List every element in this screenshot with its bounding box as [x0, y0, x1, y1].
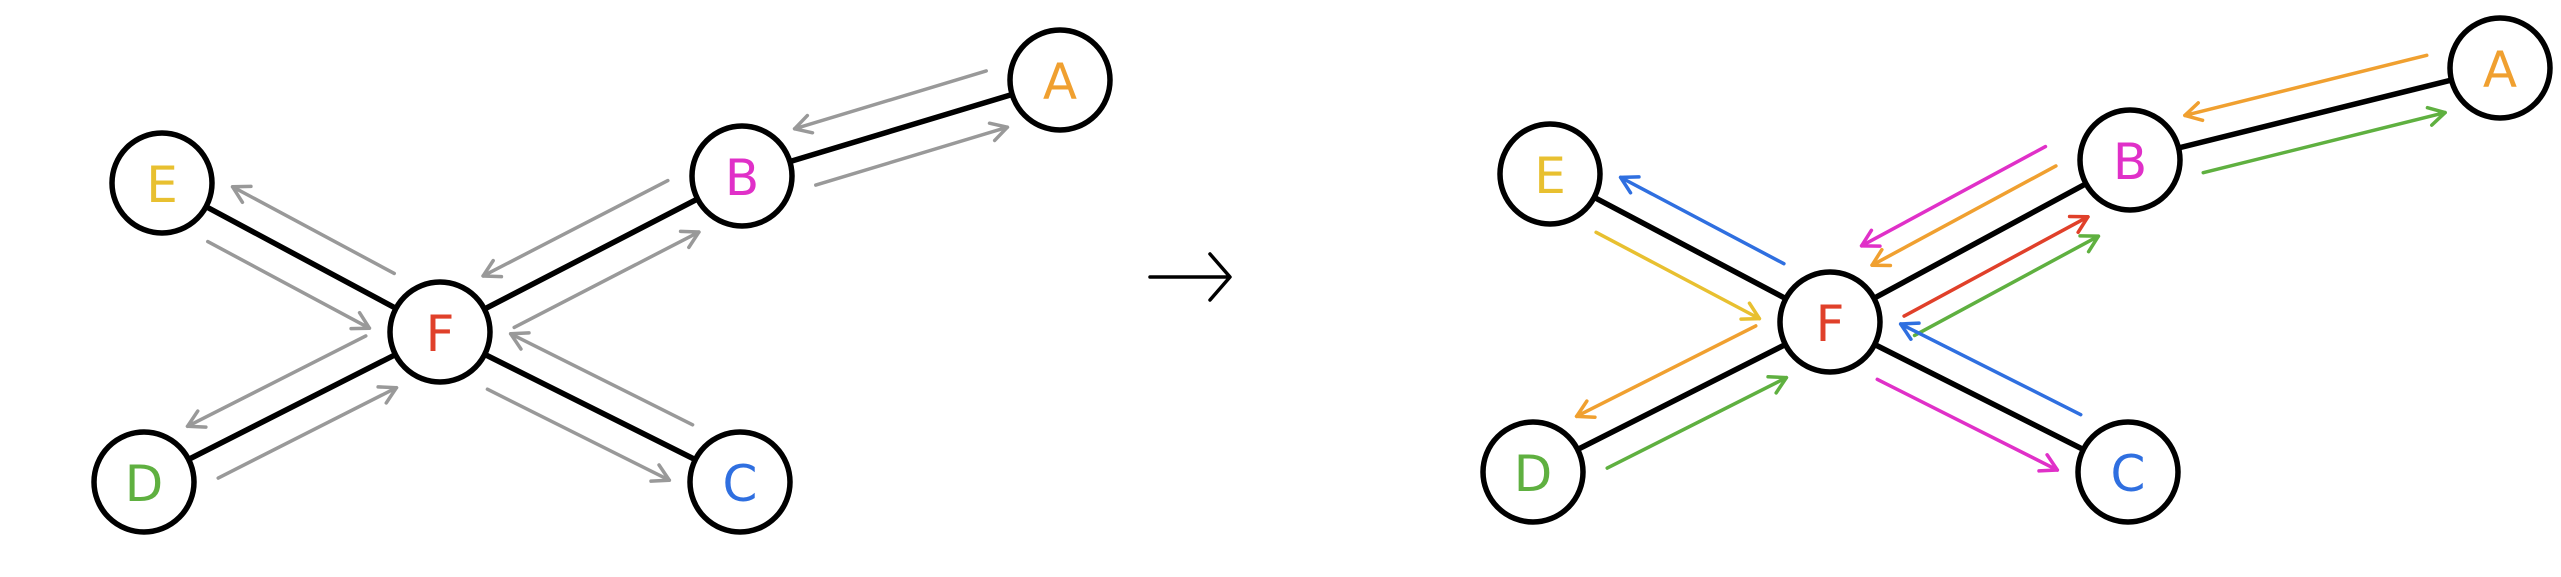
node-circle [689, 123, 795, 229]
node-circle [2075, 419, 2181, 525]
edge-a-b [739, 77, 1063, 179]
node-circle [687, 429, 793, 535]
edge-c-f [1827, 319, 2131, 475]
node-f: F [387, 279, 493, 385]
message-arrow-b-to-f [1859, 144, 2048, 248]
message-arrow-b-to-a [814, 121, 1010, 187]
message-arrow-f-to-c [1875, 377, 2060, 473]
edge-d-f [141, 329, 443, 485]
arrowhead-icon [1574, 399, 1597, 419]
arrowhead-icon [1766, 375, 1789, 395]
message-arrow-e-to-f [1594, 230, 1762, 321]
node-label: D [1514, 445, 1553, 503]
node-label: D [125, 455, 164, 513]
message-arrow-c-to-f [508, 331, 695, 427]
message-arrow-f-to-b [1912, 234, 2101, 338]
node-label: C [2111, 445, 2146, 503]
message-arrow-a-to-b [792, 69, 988, 135]
after-graph: A B C D E F [1480, 15, 2553, 525]
arrowhead-icon [678, 229, 701, 250]
message-arrow-a-to-b [2183, 53, 2429, 123]
edge-e-f [1547, 171, 1833, 325]
message-arrow-f-to-d [1574, 324, 1758, 419]
arrowhead-icon [1898, 321, 1921, 341]
node-circle [91, 429, 197, 535]
arrowhead-icon [2067, 214, 2090, 235]
edge-a-b [2127, 65, 2503, 163]
node-d: D [91, 429, 197, 535]
edge-b-f [1827, 157, 2133, 325]
node-circle [109, 130, 215, 236]
node-circle [2447, 15, 2553, 121]
message-arrow-b-to-a [2201, 105, 2447, 175]
edge-c-f [437, 329, 743, 485]
arrowhead-icon [230, 184, 253, 205]
arrowhead-icon [1739, 301, 1762, 321]
node-e: E [109, 130, 215, 236]
node-label: B [725, 149, 759, 207]
node-b: B [689, 123, 795, 229]
arrowhead-icon [2183, 101, 2205, 123]
arrowhead-icon [987, 121, 1010, 143]
message-arrow-f-to-e [1618, 175, 1786, 266]
node-c: C [2075, 419, 2181, 525]
node-label: A [1043, 53, 1077, 111]
node-label: A [2483, 41, 2517, 99]
node-circle [2077, 107, 2183, 213]
arrowhead-icon [349, 310, 372, 331]
node-e: E [1497, 121, 1603, 227]
message-arrow-f-to-d [185, 334, 368, 429]
message-arrow-d-to-f [1605, 375, 1789, 470]
node-circle [387, 279, 493, 385]
message-arrow-f-to-c [485, 387, 672, 483]
node-circle [1480, 419, 1586, 525]
arrowhead-icon [376, 385, 399, 405]
node-circle [1007, 27, 1113, 133]
node-label: E [1534, 147, 1566, 205]
message-arrow-f-to-e [230, 184, 396, 276]
message-arrow-b-to-f [481, 178, 670, 279]
edge-d-f [1530, 319, 1833, 475]
arrowhead-icon [481, 258, 504, 279]
node-a: A [2447, 15, 2553, 121]
node-label: E [146, 156, 178, 214]
arrowhead-icon [1618, 175, 1641, 195]
node-d: D [1480, 419, 1586, 525]
node-circle [1497, 121, 1603, 227]
arrowhead-icon [2078, 234, 2101, 254]
message-arrow-c-to-f [1898, 321, 2083, 417]
message-arrow-f-to-b [1902, 214, 2090, 318]
arrowhead-icon [2037, 453, 2060, 473]
arrowhead-icon [792, 113, 815, 135]
message-arrow-e-to-f [206, 239, 372, 331]
node-label: F [426, 305, 455, 363]
node-label: B [2113, 133, 2147, 191]
right-arrow-icon [1148, 252, 1232, 302]
node-f: F [1777, 269, 1883, 375]
node-a: A [1007, 27, 1113, 133]
edge-b-f [437, 173, 745, 335]
node-label: C [723, 455, 758, 513]
message-arrow-b-to-f [1870, 164, 2058, 268]
message-arrow-f-to-b [512, 229, 701, 330]
node-label: F [1816, 295, 1845, 353]
arrowhead-icon [185, 409, 208, 429]
arrowhead-icon [649, 463, 672, 483]
node-c: C [687, 429, 793, 535]
node-b: B [2077, 107, 2183, 213]
arrowhead-icon [1870, 247, 1893, 268]
arrowhead-icon [1859, 228, 1882, 248]
node-circle [1777, 269, 1883, 375]
arrowhead-icon [2425, 105, 2447, 127]
before-graph: A B C D E F [91, 27, 1113, 535]
message-arrow-d-to-f [216, 385, 399, 480]
arrowhead-icon [508, 331, 531, 351]
